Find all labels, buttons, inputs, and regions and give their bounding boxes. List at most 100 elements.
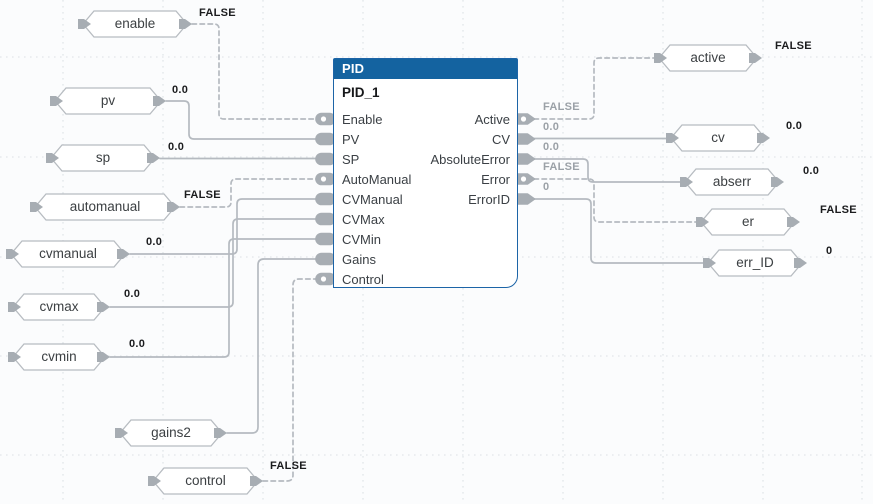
tag-label: cvmanual	[39, 245, 97, 261]
connector-arrow-icon	[46, 153, 59, 163]
tag-label: automanual	[69, 198, 141, 214]
tag-label: active	[690, 49, 726, 65]
tag-pv[interactable]: pv	[50, 87, 166, 115]
connector-arrow-icon	[696, 217, 709, 227]
tag-value: FALSE	[199, 7, 236, 19]
tag-sp[interactable]: sp	[46, 144, 160, 172]
tag-cvmanual[interactable]: cvmanual	[6, 240, 130, 268]
output-pin-value: FALSE	[543, 101, 580, 113]
bool-dot	[320, 276, 327, 282]
input-label: AutoManual	[342, 172, 412, 187]
input-label: PV	[342, 132, 360, 147]
connector-arrow-icon	[8, 302, 21, 312]
connector-arrow-icon	[757, 133, 770, 143]
tag-cvmin[interactable]: cvmin	[8, 343, 110, 371]
tag-label: control	[185, 472, 226, 488]
tag-gains2[interactable]: gains2	[115, 419, 227, 447]
output-pin-value: FALSE	[543, 161, 580, 173]
tag-active[interactable]: active	[654, 44, 762, 72]
output-pin-value: 0.0	[543, 141, 560, 153]
output-pin-value: 0	[543, 181, 550, 193]
tag-label: cvmax	[39, 298, 79, 314]
block-output-labels: Active CV AbsoluteError Error ErrorID	[431, 110, 510, 210]
connector-arrow-icon	[115, 428, 128, 438]
wire-gains2[interactable]	[226, 258, 318, 434]
pin-output-absoluteerror[interactable]	[517, 153, 536, 165]
pid-function-block[interactable]: PID PID_1 Enable PV SP AutoManual CVManu…	[333, 58, 518, 288]
tag-label: sp	[95, 149, 111, 165]
tag-value: 0.0	[786, 120, 803, 132]
tag-label: cvmin	[41, 348, 77, 364]
pin-output-errorid[interactable]	[517, 193, 536, 205]
tag-er[interactable]: er	[696, 208, 800, 236]
connector-arrow-icon	[97, 302, 110, 312]
output-label: ErrorID	[468, 192, 510, 207]
connector-arrow-icon	[749, 53, 762, 63]
pin-output-error[interactable]	[517, 173, 536, 185]
connector-arrow-icon	[153, 96, 166, 106]
tag-enable[interactable]: enable	[78, 10, 192, 38]
connector-arrow-icon	[794, 258, 807, 268]
input-label: Gains	[342, 252, 376, 267]
connector-arrow-icon	[703, 258, 716, 268]
tag-err-id[interactable]: err_ID	[703, 249, 807, 277]
tag-value: FALSE	[775, 40, 812, 52]
connector-arrow-icon	[654, 53, 667, 63]
pin-output-cv[interactable]	[517, 133, 536, 145]
wire-enable[interactable]	[191, 23, 318, 120]
bool-dot	[320, 116, 327, 122]
connector-arrow-icon	[117, 249, 130, 259]
wire-pv[interactable]	[165, 100, 318, 140]
tag-value: 0.0	[124, 288, 141, 300]
bool-dot	[520, 176, 527, 182]
tag-label: err_ID	[736, 254, 774, 270]
tag-automanual[interactable]: automanual	[30, 193, 180, 221]
output-label: AbsoluteError	[430, 152, 510, 167]
bool-dot	[520, 116, 527, 122]
wire-control[interactable]	[262, 278, 318, 482]
connector-arrow-icon	[680, 177, 693, 187]
output-label: CV	[491, 132, 510, 147]
connector-arrow-icon	[666, 133, 679, 143]
connector-arrow-icon	[147, 153, 160, 163]
input-label: CVMin	[342, 232, 382, 247]
block-type-name: PID	[334, 59, 517, 79]
connector-arrow-icon	[771, 177, 784, 187]
pin-output-active[interactable]	[517, 113, 536, 125]
wire-err-id[interactable]	[533, 198, 704, 264]
output-label: Active	[474, 112, 510, 127]
wire-active[interactable]	[533, 57, 655, 120]
tag-value: 0.0	[129, 338, 146, 350]
connector-arrow-icon	[6, 249, 19, 259]
input-label: Control	[342, 272, 384, 287]
tag-label: pv	[100, 92, 116, 108]
wire-cvmanual[interactable]	[129, 198, 318, 255]
tag-abserr[interactable]: abserr	[680, 168, 784, 196]
connector-arrow-icon	[8, 352, 21, 362]
tag-value: 0.0	[172, 84, 189, 96]
tag-value: 0.0	[803, 165, 820, 177]
tag-control[interactable]: control	[148, 467, 263, 495]
input-label: CVMax	[342, 212, 385, 227]
tag-cvmax[interactable]: cvmax	[8, 293, 110, 321]
tag-value: 0	[826, 245, 833, 257]
wire-automanual[interactable]	[179, 178, 318, 208]
wire-cvmin[interactable]	[109, 238, 318, 358]
connector-arrow-icon	[214, 428, 227, 438]
output-pins	[517, 113, 536, 205]
wire-er[interactable]	[533, 178, 697, 223]
connector-arrow-icon	[167, 202, 180, 212]
output-pin-value: 0.0	[543, 121, 560, 133]
tag-value: FALSE	[270, 460, 307, 472]
tag-value: 0.0	[168, 141, 185, 153]
tag-label: gains2	[151, 424, 191, 440]
wire-abserr[interactable]	[533, 158, 681, 183]
tag-value: FALSE	[820, 204, 857, 216]
connector-arrow-icon	[148, 476, 161, 486]
tag-cv[interactable]: cv	[666, 124, 770, 152]
input-label: Enable	[342, 112, 383, 127]
wire-cvmax[interactable]	[109, 218, 318, 308]
tag-label: er	[741, 213, 754, 229]
